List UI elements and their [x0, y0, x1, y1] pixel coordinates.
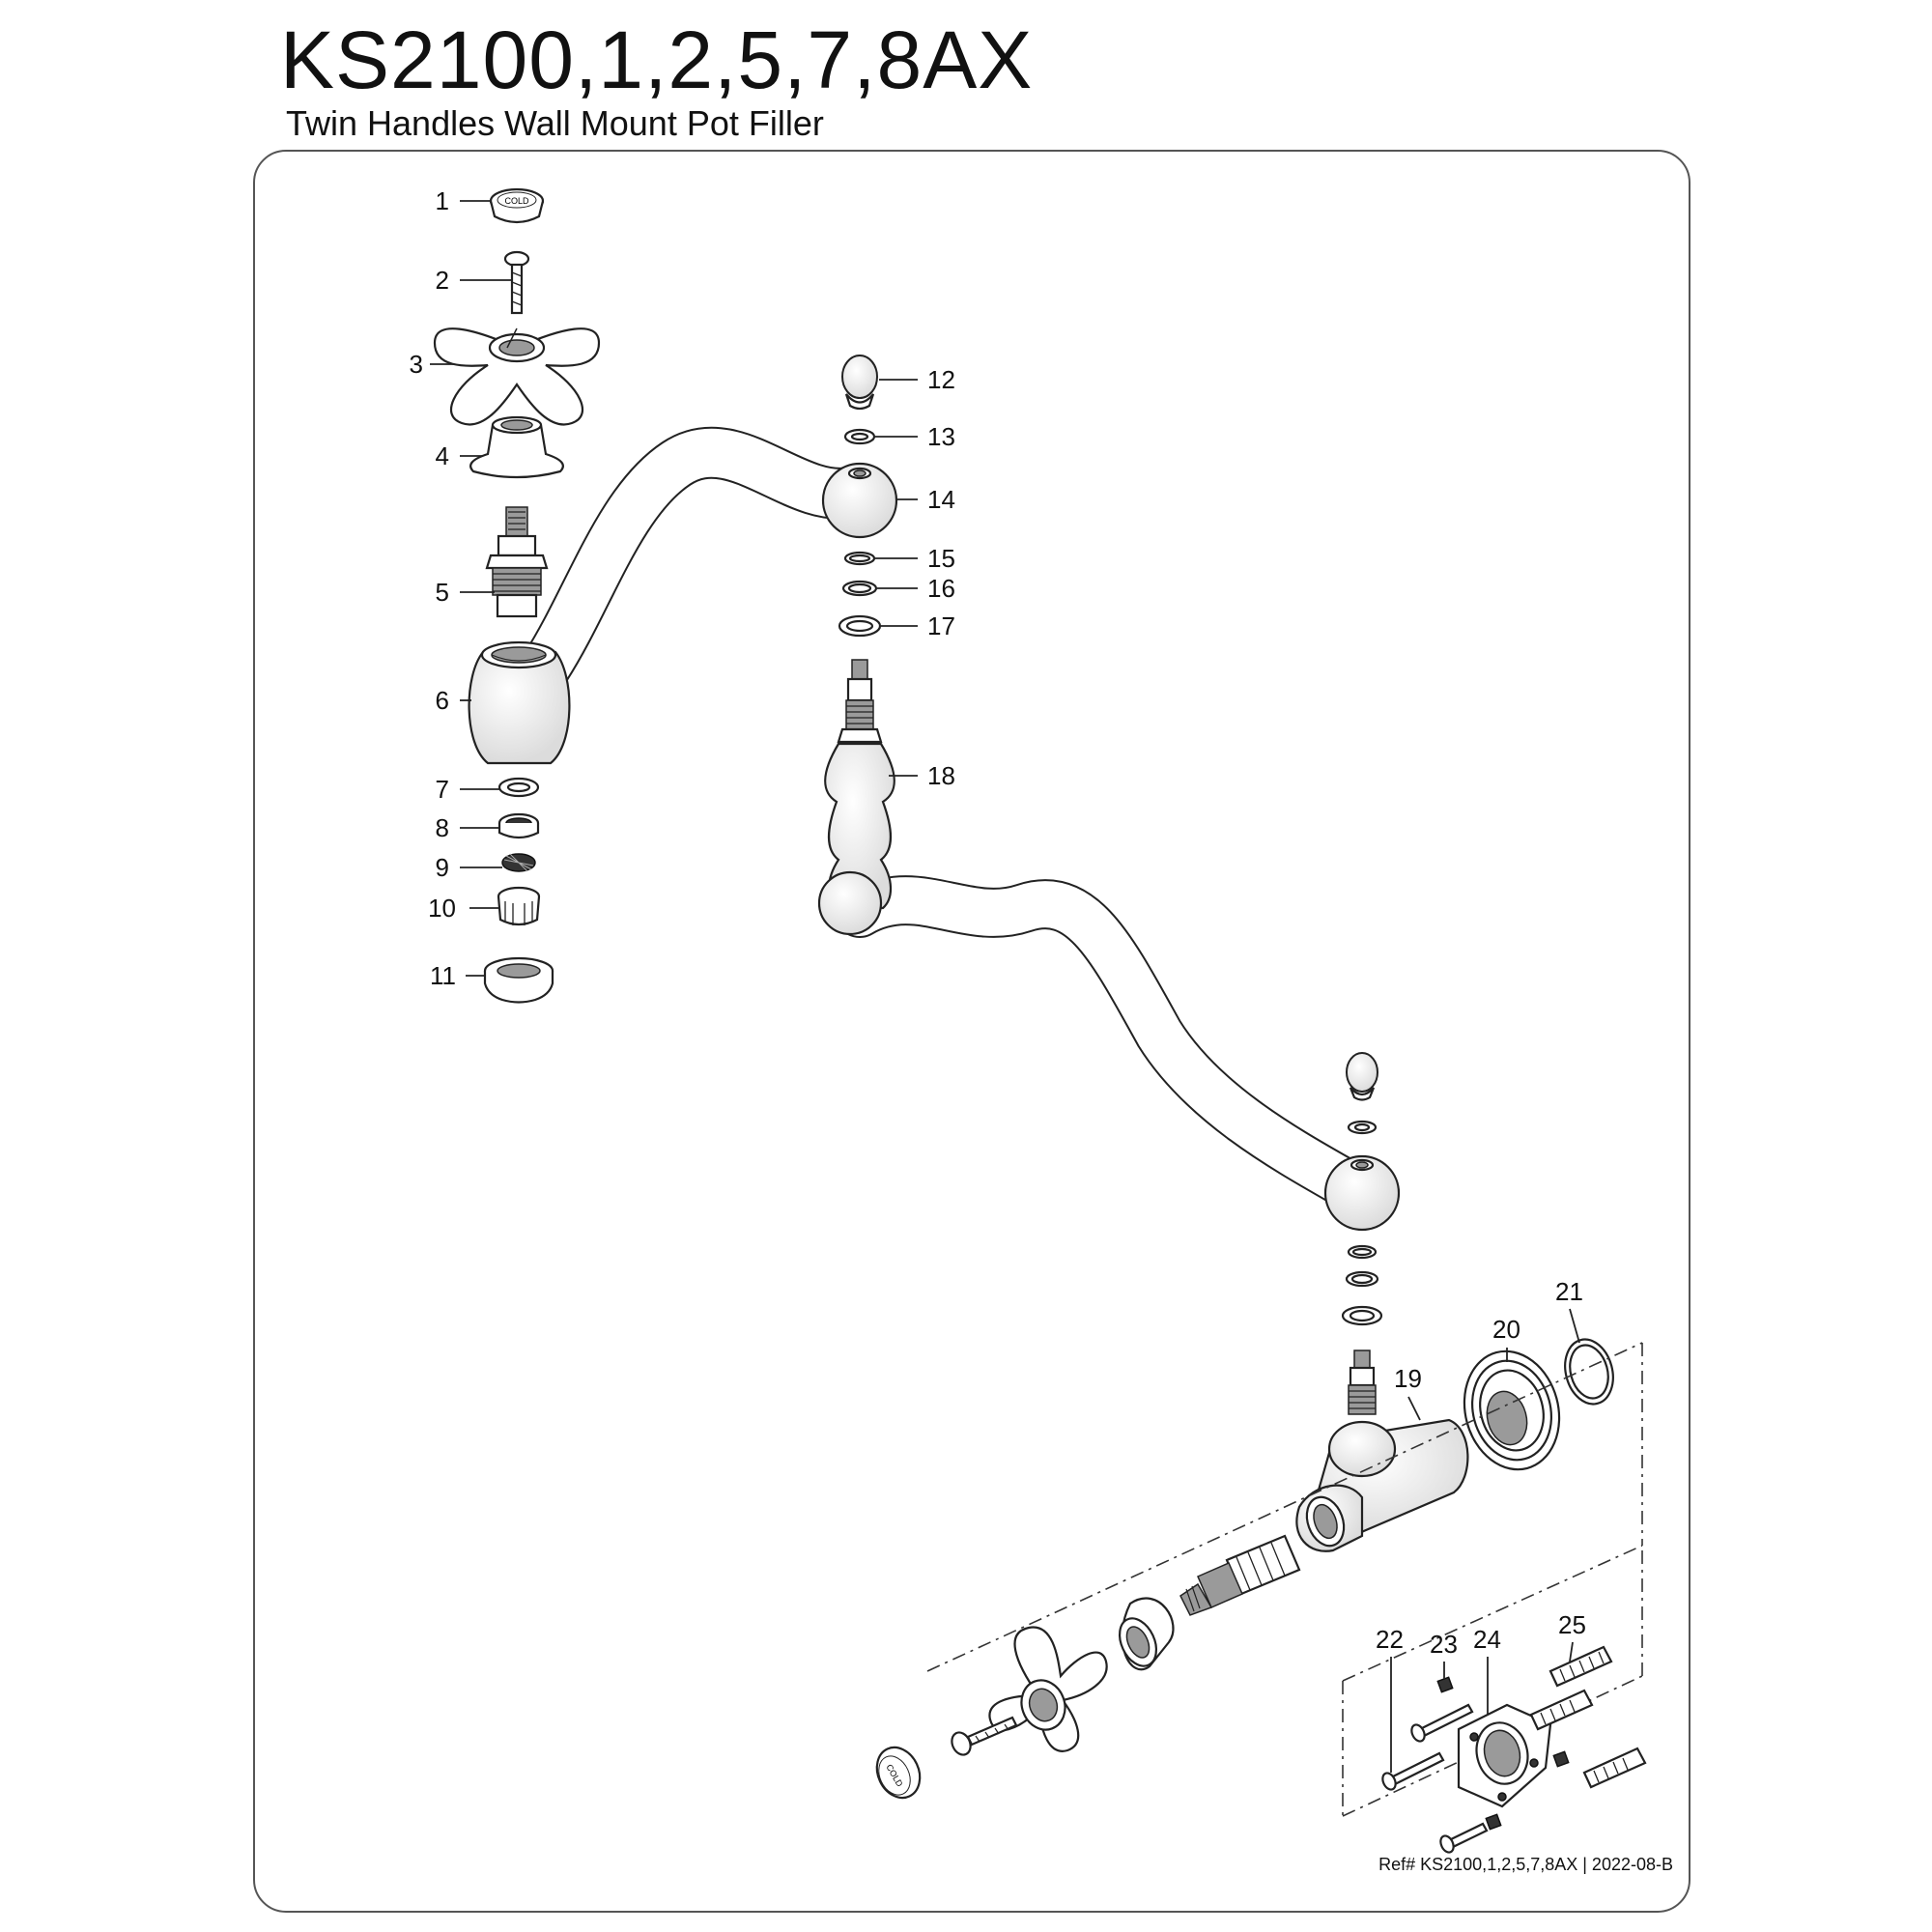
part-14-swivel-ball [821, 462, 898, 539]
part-2-handle-screw [503, 250, 530, 315]
callout-16: 16 [927, 574, 955, 603]
part-11-spout-tip [483, 956, 554, 1004]
callout-8: 8 [436, 813, 449, 842]
part-23-set-screw [1436, 1676, 1570, 1831]
part-17-washer [838, 614, 882, 638]
callout-25: 25 [1558, 1610, 1586, 1639]
part-9-aerator-screen [501, 853, 536, 872]
callout-9: 9 [436, 853, 449, 882]
lower-finial [1346, 1052, 1378, 1101]
part-15-o-ring [843, 551, 876, 566]
part-1-index-cap: COLD [489, 187, 545, 224]
callout-12: 12 [927, 365, 955, 394]
part-10-aerator-housing [497, 886, 541, 926]
part-16-o-ring [841, 580, 878, 597]
part-24-mounting-bracket [1457, 1703, 1552, 1808]
lower-cartridge [1179, 1534, 1301, 1616]
callout-4: 4 [436, 441, 449, 470]
lower-bonnet [1118, 1597, 1175, 1671]
reference-note: Ref# KS2100,1,2,5,7,8AX | 2022-08-B [1378, 1855, 1673, 1874]
callout-numbers: 1 2 3 4 5 6 7 8 9 10 11 12 13 14 15 16 1… [410, 186, 1586, 1659]
part-12-finial [841, 355, 878, 411]
lower-index-cap: COLD [875, 1746, 922, 1800]
part-3-cross-handle [433, 327, 601, 426]
callout-21: 21 [1555, 1277, 1583, 1306]
callout-6: 6 [436, 686, 449, 715]
part-8-ring [497, 812, 540, 839]
spout-arm-upper [520, 426, 876, 693]
callout-17: 17 [927, 611, 955, 640]
callout-13: 13 [927, 422, 955, 451]
part-22-mounting-screws [1381, 1703, 1489, 1854]
callout-7: 7 [436, 775, 449, 804]
callout-20: 20 [1492, 1315, 1520, 1344]
lower-o-ring-a [1347, 1244, 1378, 1260]
lower-handle-screw [951, 1716, 1018, 1756]
part-13-washer [843, 428, 876, 445]
part-18-swivel-stem [817, 659, 895, 936]
cap-label-cold: COLD [504, 196, 529, 206]
assembly-axis-lines [926, 1342, 1643, 1817]
lower-washer-b [1341, 1305, 1383, 1326]
callout-3: 3 [410, 350, 423, 379]
callout-5: 5 [436, 578, 449, 607]
callout-1: 1 [436, 186, 449, 215]
leader-lines [430, 200, 1580, 1773]
part-25-wall-anchors [1529, 1645, 1647, 1789]
callout-11: 11 [430, 961, 456, 990]
page-subtitle: Twin Handles Wall Mount Pot Filler [286, 103, 824, 143]
lower-washer-a [1347, 1120, 1378, 1135]
callout-22: 22 [1376, 1625, 1404, 1654]
lower-swivel-ball [1323, 1154, 1401, 1232]
callout-14: 14 [927, 485, 955, 514]
callout-15: 15 [927, 544, 955, 573]
callout-23: 23 [1430, 1630, 1458, 1659]
part-6-valve-body [468, 640, 571, 765]
callout-10: 10 [428, 894, 456, 923]
part-7-washer [497, 777, 540, 798]
part-20-wall-flange [1463, 1350, 1561, 1471]
part-5-cartridge [485, 506, 549, 618]
lower-o-ring-b [1345, 1270, 1379, 1288]
callout-24: 24 [1473, 1625, 1501, 1654]
part-21-o-ring [1564, 1338, 1614, 1406]
page-title: KS2100,1,2,5,7,8AX [280, 14, 1034, 105]
part-4-bonnet [469, 415, 564, 479]
callout-18: 18 [927, 761, 955, 790]
lower-cross-handle [988, 1626, 1108, 1752]
diagram-frame [253, 150, 1690, 1913]
callout-2: 2 [436, 266, 449, 295]
part-19-wall-valve-body [1295, 1350, 1469, 1552]
spout-arm-lower [835, 875, 1387, 1218]
callout-19: 19 [1394, 1364, 1422, 1393]
